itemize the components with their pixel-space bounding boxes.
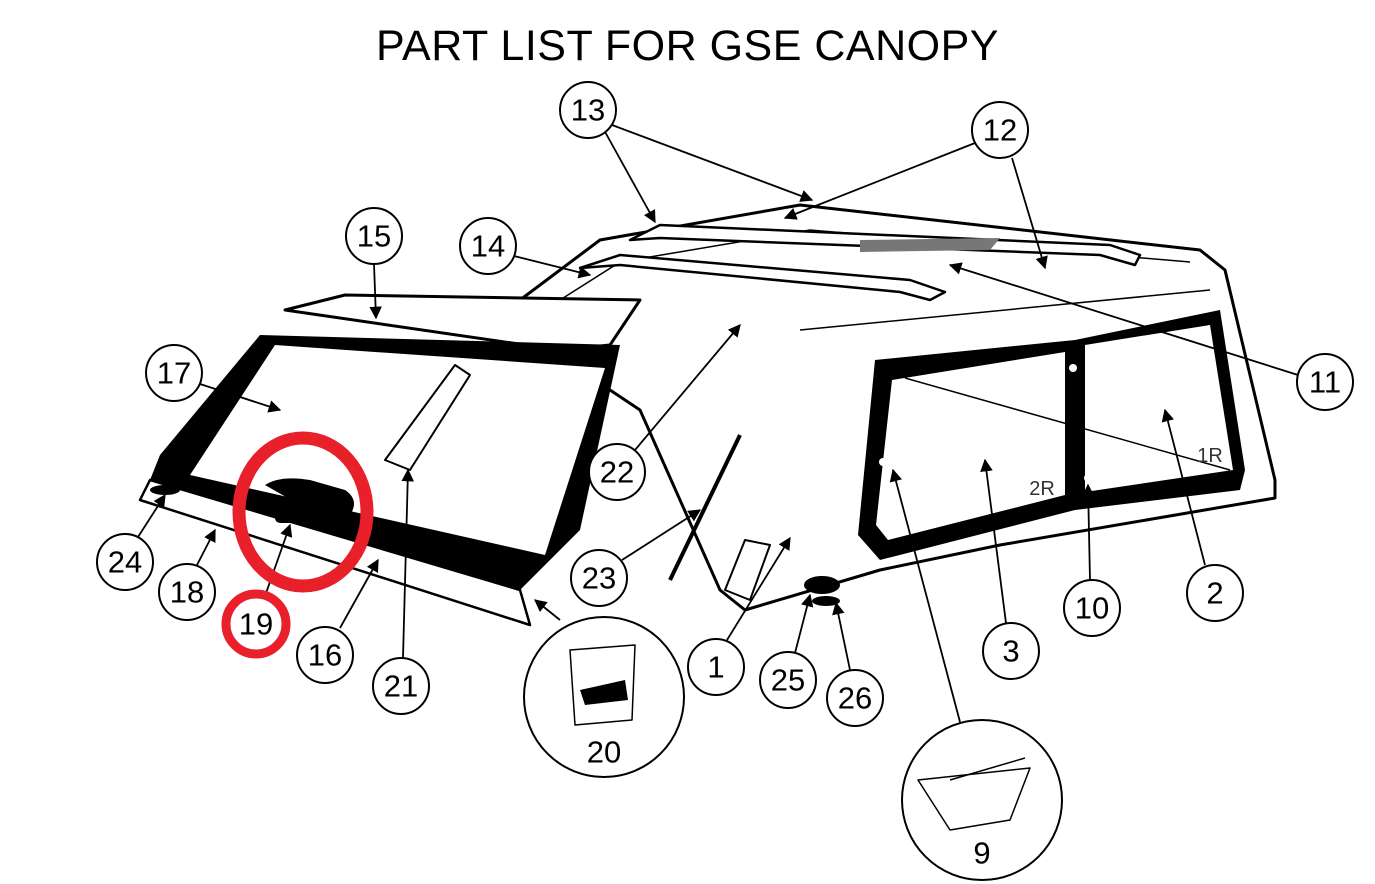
callout-label: 16 (308, 638, 342, 673)
callout-26: 26 (826, 669, 884, 727)
callout-label: 9 (973, 836, 990, 871)
callout-label: 12 (983, 113, 1017, 148)
callout-label: 25 (771, 663, 805, 698)
callout-label: 2 (1206, 576, 1223, 611)
callout-11: 11 (1296, 353, 1354, 411)
page-title: PART LIST FOR GSE CANOPY (376, 22, 999, 70)
callout-label: 24 (108, 545, 142, 580)
callout-label: 14 (471, 229, 505, 264)
canopy-illustration: 2R 1R (138, 203, 1277, 881)
callout-9: 9 (973, 836, 990, 871)
callout-22: 22 (588, 443, 646, 501)
callout-label: 1 (707, 650, 724, 685)
callout-label: 21 (384, 669, 418, 704)
callout-label: 26 (838, 681, 872, 716)
callout-label: 18 (170, 575, 204, 610)
callout-12: 12 (971, 101, 1029, 159)
callout-14: 14 (459, 217, 517, 275)
callout-label: 13 (571, 93, 605, 128)
callout-label: 23 (582, 561, 616, 596)
leader-lines (137, 124, 1299, 723)
callout-3: 3 (982, 622, 1040, 680)
callout-18: 18 (158, 563, 216, 621)
callout-label: 22 (600, 455, 634, 490)
callout-20: 20 (587, 735, 621, 770)
window-label-1r: 1R (1197, 445, 1223, 467)
callout-21: 21 (372, 657, 430, 715)
callout-15: 15 (345, 207, 403, 265)
callout-2: 2 (1186, 564, 1244, 622)
callout-19: 19 (239, 607, 273, 642)
callout-label: 19 (239, 607, 273, 642)
callout-label: 3 (1002, 634, 1019, 669)
highlight-ring-handle (232, 431, 374, 593)
callout-16: 16 (296, 626, 354, 684)
callout-label: 11 (1309, 365, 1341, 400)
callout-24: 24 (96, 533, 154, 591)
callout-label: 10 (1075, 591, 1109, 626)
callout-10: 10 (1063, 579, 1121, 637)
callout-13: 13 (559, 81, 617, 139)
callout-17: 17 (145, 344, 203, 402)
callout-25: 25 (759, 651, 817, 709)
callout-23: 23 (570, 549, 628, 607)
callout-label: 20 (587, 735, 621, 770)
window-label-2r: 2R (1029, 478, 1055, 500)
callout-label: 17 (157, 356, 191, 391)
highlight-ring-19 (221, 589, 291, 659)
callout-label: 15 (357, 219, 391, 254)
callout-1: 1 (687, 638, 745, 696)
